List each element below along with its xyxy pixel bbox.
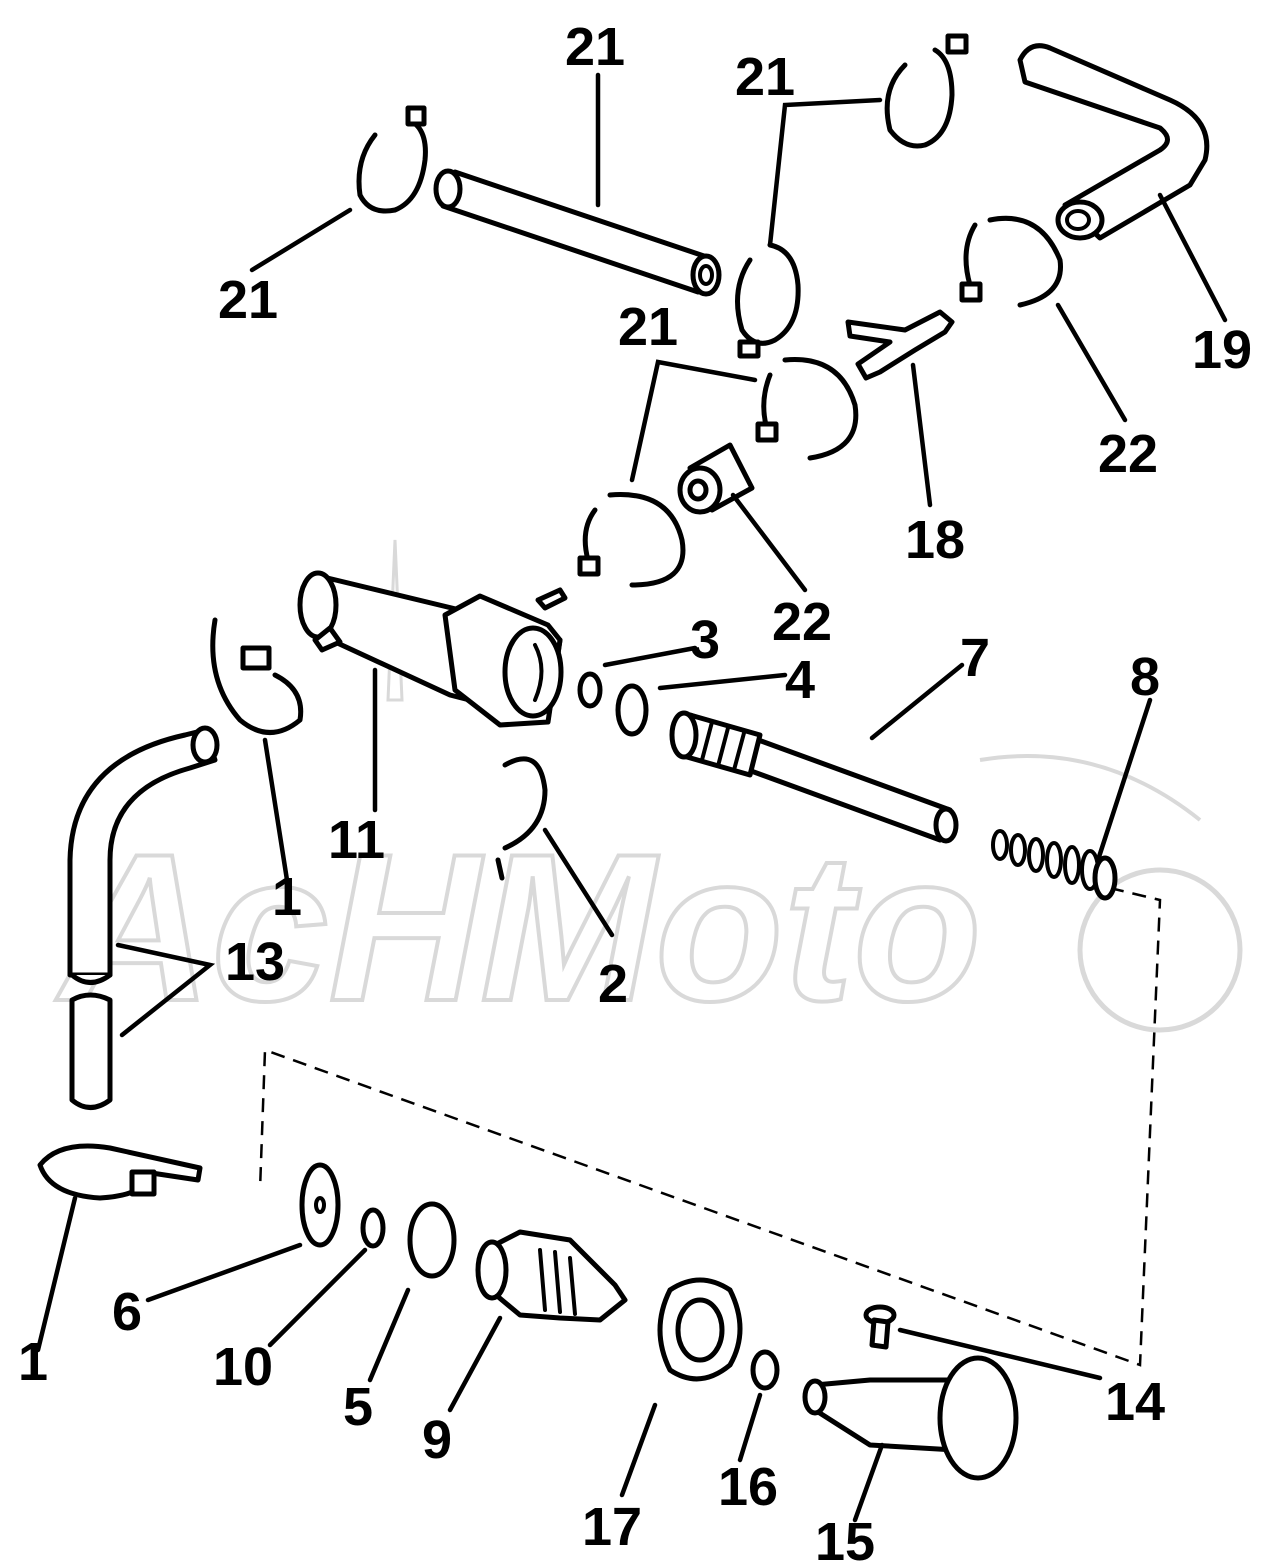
watermark-text: AcHMoto (55, 810, 982, 1045)
callout-21-top: 21 (735, 47, 795, 107)
clamp-1-upper (210, 617, 304, 735)
fitting-18 (845, 309, 955, 381)
clamp-21-a (356, 105, 428, 214)
callout-13: 13 (225, 932, 285, 992)
hose-13 (67, 725, 220, 1110)
callout-4: 4 (785, 650, 815, 710)
o-ring-3 (577, 671, 603, 709)
leader-lines (35, 72, 1228, 1523)
callout-9: 9 (422, 1410, 452, 1470)
callout-21-mid: 21 (618, 297, 678, 357)
callout-5: 5 (343, 1377, 373, 1437)
assembly-guide-line (258, 886, 1162, 1367)
sleeve-22 (677, 442, 755, 515)
callout-10: 10 (213, 1337, 273, 1397)
callout-21-left: 21 (218, 270, 278, 330)
callout-16: 16 (718, 1457, 778, 1517)
o-ring-4 (615, 683, 649, 737)
o-ring-5 (407, 1201, 457, 1279)
callout-21-right: 22 (1098, 424, 1158, 484)
spring-8 (991, 829, 1118, 901)
callout-3: 3 (690, 610, 720, 670)
o-ring-16 (750, 1349, 780, 1391)
nut-17 (657, 1277, 743, 1382)
o-ring-10 (360, 1207, 386, 1249)
washer-6 (299, 1162, 341, 1248)
callout-22: 22 (772, 592, 832, 652)
callout-labels: 21 21 21 19 21 22 18 22 3 4 7 8 11 1 13 … (18, 17, 1252, 1565)
clamp-21-f (577, 492, 686, 588)
callout-6: 6 (112, 1282, 142, 1342)
housing-11 (297, 570, 568, 728)
clamp-1-lower (37, 1143, 203, 1201)
watermark: AcHMoto (53, 539, 1243, 1047)
valve-body-9 (475, 1229, 628, 1323)
callout-1-upper: 1 (272, 867, 302, 927)
callout-18: 18 (905, 510, 965, 570)
plunger-7 (669, 710, 959, 844)
callout-1-lower: 1 (18, 1332, 48, 1392)
retaining-ring-2 (495, 756, 548, 881)
callout-8: 8 (1130, 647, 1160, 707)
clamp-21-e (755, 357, 859, 461)
clamp-21-d (959, 215, 1063, 308)
clamp-21-c (735, 242, 801, 359)
hose-19 (1017, 43, 1210, 241)
callout-7: 7 (960, 628, 990, 688)
callout-15: 15 (815, 1512, 875, 1565)
clamp-21-b (884, 33, 969, 149)
callout-2: 2 (598, 954, 628, 1014)
knob-15 (802, 1355, 1019, 1481)
callout-14: 14 (1105, 1372, 1165, 1432)
callout-11: 11 (328, 810, 385, 870)
callout-20: 21 (565, 17, 625, 77)
callout-17: 17 (582, 1497, 642, 1557)
hose-20 (433, 168, 722, 297)
callout-19: 19 (1192, 320, 1252, 380)
screw-14 (863, 1304, 897, 1350)
